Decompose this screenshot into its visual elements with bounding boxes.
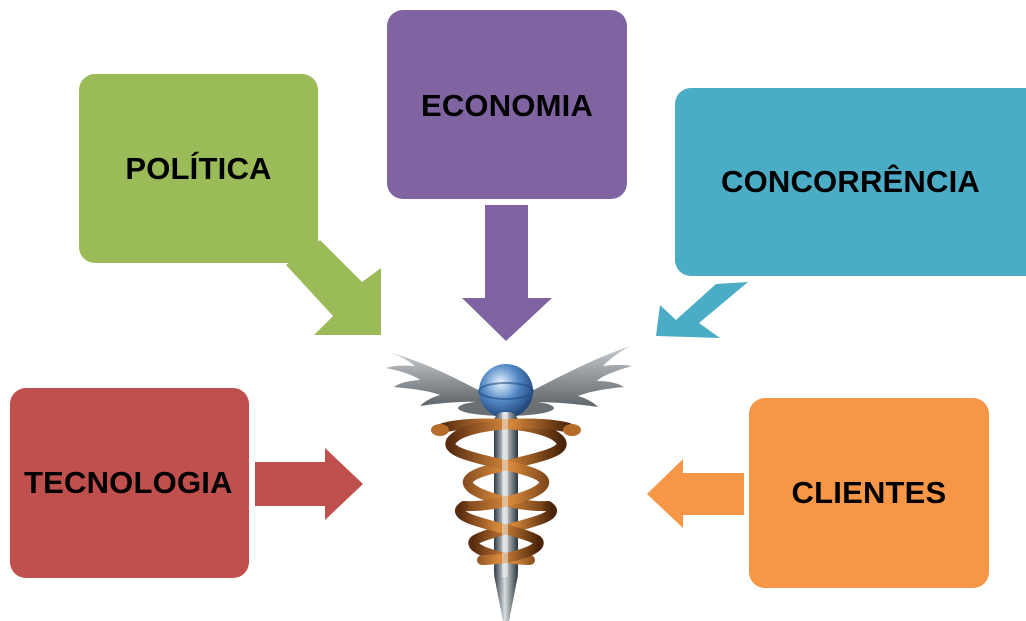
box-economia: ECONOMIA — [387, 10, 627, 199]
box-concorrencia-label: CONCORRÊNCIA — [720, 164, 980, 199]
box-clientes-label: CLIENTES — [791, 475, 947, 510]
box-politica-label: POLÍTICA — [125, 150, 272, 186]
globe — [479, 364, 533, 418]
box-clientes: CLIENTES — [749, 398, 989, 588]
arrow-concorrencia — [656, 282, 748, 338]
staff-tip — [494, 575, 518, 621]
arrow-clientes — [647, 459, 744, 528]
left-wing — [386, 352, 486, 406]
arrow-tecnologia — [255, 448, 363, 520]
box-economia-label: ECONOMIA — [420, 88, 594, 123]
box-politica: POLÍTICA — [79, 74, 318, 263]
arrow-economia — [462, 205, 552, 341]
box-tecnologia-label: TECNOLOGIA — [24, 465, 233, 500]
right-wing — [526, 346, 632, 407]
arrow-politica — [286, 240, 381, 335]
box-concorrencia: CONCORRÊNCIA — [675, 88, 1026, 276]
box-tecnologia: TECNOLOGIA — [10, 388, 249, 578]
